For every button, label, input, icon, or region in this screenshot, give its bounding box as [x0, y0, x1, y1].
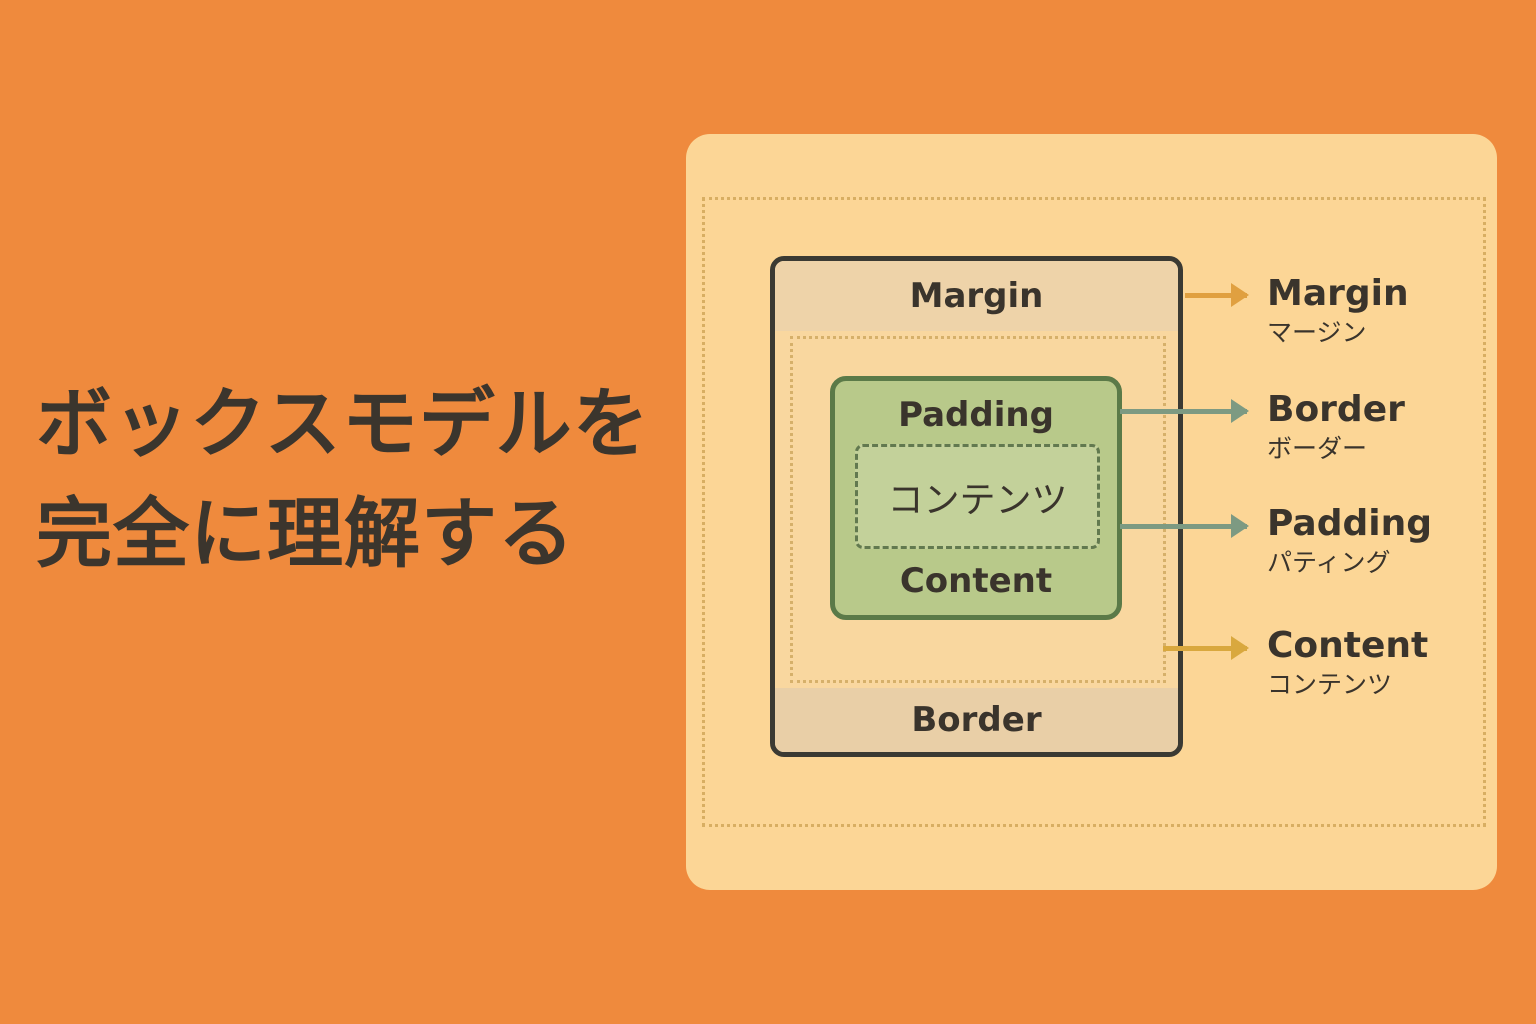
legend-jp: パティング — [1267, 548, 1391, 577]
legend-jp: マージン — [1267, 318, 1367, 347]
content-label: Content — [899, 561, 1053, 601]
content-box: コンテンツ — [855, 444, 1100, 549]
legend-en: Padding — [1267, 503, 1432, 544]
margin-band: Margin — [775, 261, 1178, 331]
legend-padding: Padding パティング — [1267, 504, 1432, 580]
legend-content: Content コンテンツ — [1267, 626, 1428, 702]
content-arrow-icon — [1163, 636, 1249, 660]
legend-margin: Margin マージン — [1267, 274, 1409, 350]
border-box: Margin Border — [770, 256, 1183, 757]
padding-outline — [790, 336, 1166, 683]
padding-arrow-icon — [1120, 514, 1249, 538]
legend-en: Content — [1267, 625, 1429, 666]
legend-en: Border — [1267, 389, 1405, 430]
margin-outline — [702, 197, 1486, 827]
legend-jp: ボーダー — [1267, 434, 1368, 463]
title-line-1: ボックスモデルを — [36, 379, 650, 468]
title-line-2: 完全に理解する — [36, 489, 575, 578]
legend-border: Border ボーダー — [1267, 390, 1405, 466]
legend-en: Margin — [1267, 273, 1409, 314]
border-arrow-icon — [1120, 399, 1249, 423]
margin-arrow-icon — [1185, 283, 1249, 307]
legend-jp: コンテンツ — [1267, 670, 1393, 699]
border-band: Border — [775, 688, 1178, 752]
padding-label: Padding — [898, 395, 1054, 435]
